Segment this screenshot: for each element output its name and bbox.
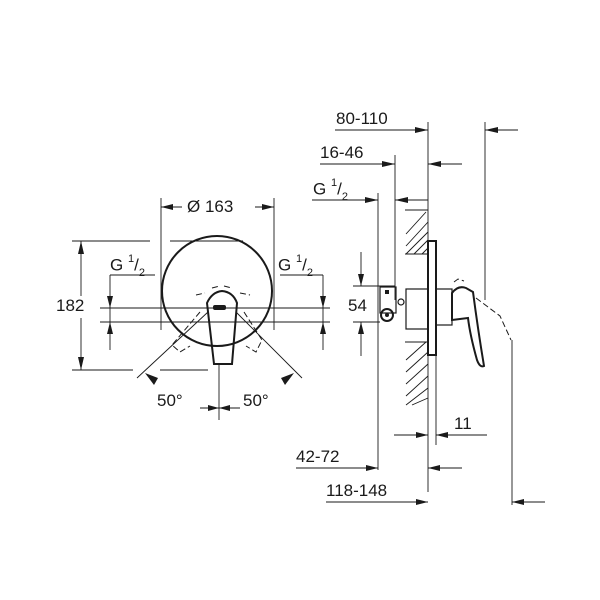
thread-side-label: G 1/2 <box>313 177 348 204</box>
thread-right-label: G 1/2 <box>278 253 313 280</box>
height-182-label: 182 <box>56 296 85 315</box>
side-view <box>296 122 545 505</box>
dim-42-72-label: 42-72 <box>296 447 340 466</box>
angle-right-label: 50° <box>243 391 269 410</box>
diameter-label: Ø 163 <box>187 197 234 216</box>
dim-54-label: 54 <box>348 296 367 315</box>
dim-118-148-label: 118-148 <box>326 481 388 500</box>
angle-left-label: 50° <box>157 391 183 410</box>
dim-80-110-label: 80-110 <box>336 109 388 128</box>
dim-11-label: 11 <box>454 414 472 433</box>
dim-16-46-label: 16-46 <box>320 143 364 162</box>
thread-left-label: G 1/2 <box>110 253 145 280</box>
front-view <box>72 198 330 420</box>
